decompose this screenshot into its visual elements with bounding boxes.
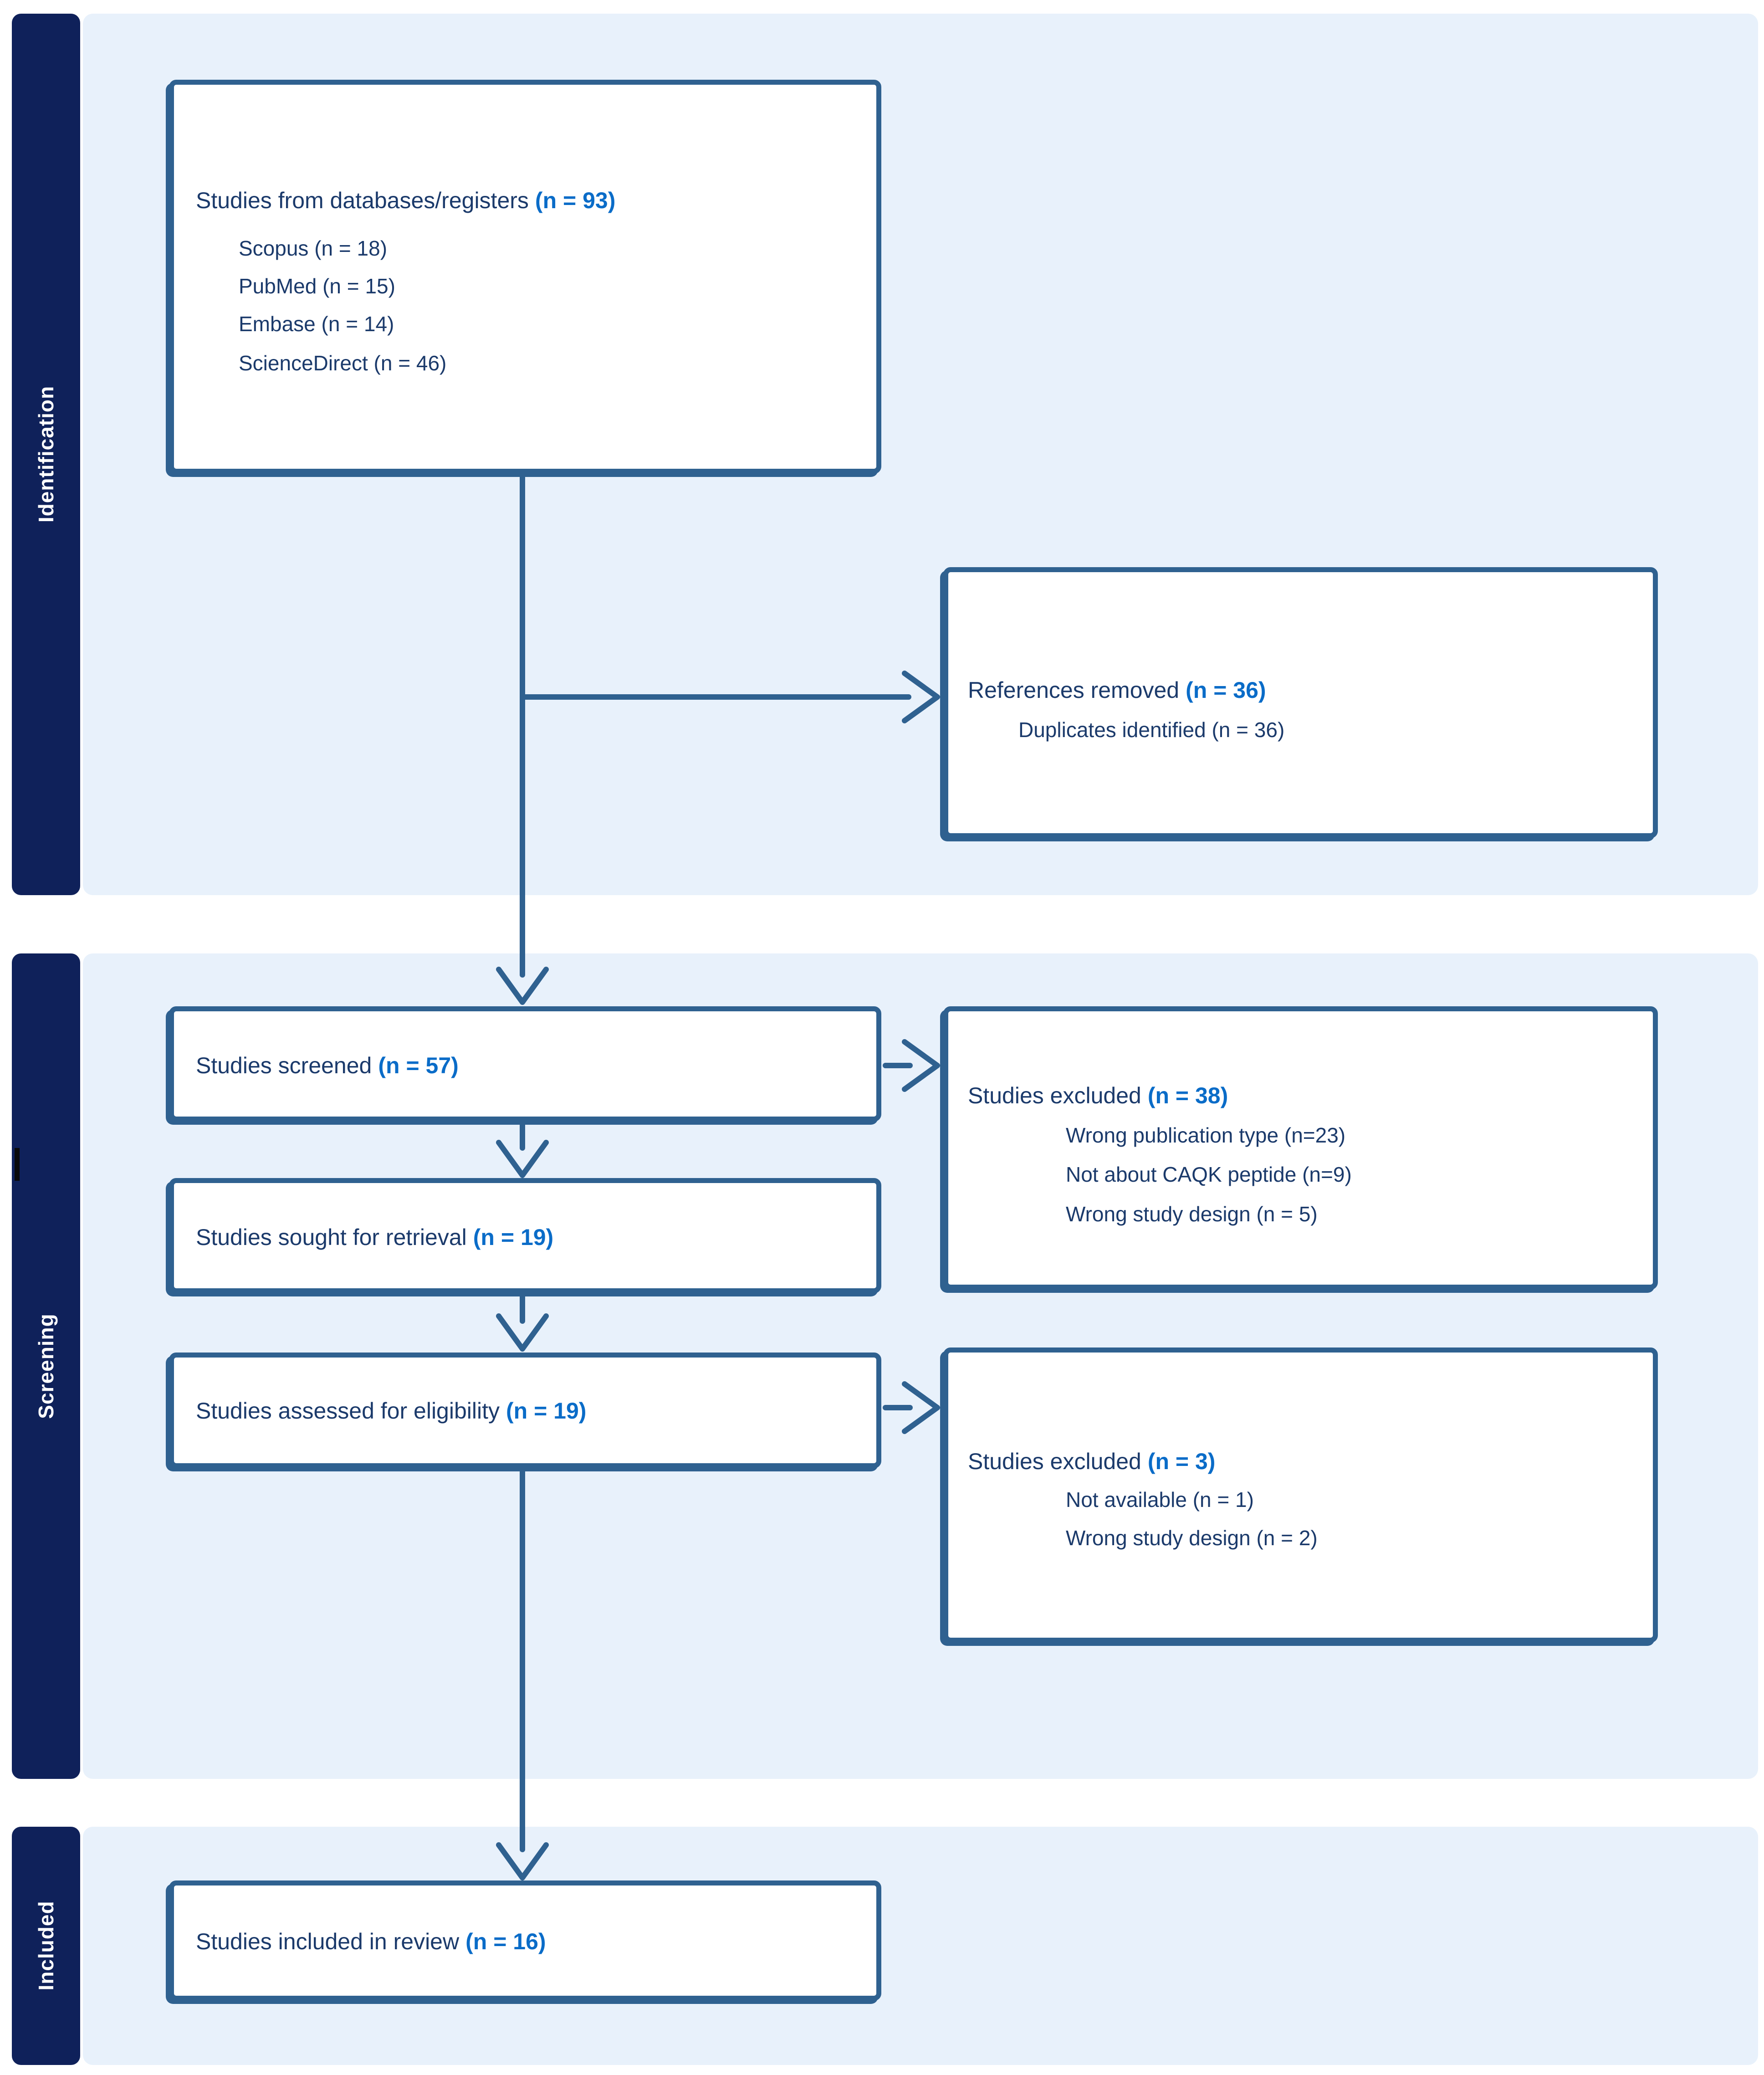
arrow-screened-to-excluded-head — [902, 1039, 940, 1092]
arrow-sought-to-assessed-head — [496, 1313, 549, 1352]
box-title: Studies from databases/registers(n = 93) — [196, 184, 615, 217]
box-title: Studies assessed for eligibility(n = 19) — [196, 1394, 586, 1427]
box-count: (n = 3) — [1147, 1449, 1216, 1474]
box-title-text: Studies excluded — [968, 1449, 1141, 1474]
box-excluded-eligibility — [943, 1347, 1658, 1643]
box-title-text: Studies excluded — [968, 1083, 1141, 1108]
box-title: Studies excluded(n = 3) — [968, 1445, 1215, 1478]
box-title: Studies excluded(n = 38) — [968, 1079, 1228, 1112]
box-title-text: Studies screened — [196, 1053, 372, 1078]
arrow-to-references-removed-head — [902, 671, 940, 723]
box-item: Wrong study design (n = 5) — [1066, 1202, 1318, 1226]
box-item: Not available (n = 1) — [1066, 1488, 1254, 1511]
arrow-assessed-to-excluded-head — [902, 1381, 940, 1434]
box-item: ScienceDirect (n = 46) — [239, 351, 447, 375]
box-title-text: References removed — [968, 677, 1180, 703]
box-title-text: Studies sought for retrieval — [196, 1225, 467, 1250]
stage-bar-identification — [12, 14, 80, 895]
stage-bar-included — [12, 1827, 80, 2065]
box-count: (n = 93) — [535, 188, 616, 213]
box-item: Scopus (n = 18) — [239, 236, 388, 260]
box-sought — [169, 1178, 881, 1293]
arrow-assessed-to-included-head — [496, 1842, 549, 1880]
box-title-text: Studies assessed for eligibility — [196, 1398, 500, 1424]
box-count: (n = 38) — [1147, 1083, 1228, 1108]
box-references-removed — [943, 567, 1658, 838]
box-item: Wrong publication type (n=23) — [1066, 1123, 1346, 1147]
box-title: References removed(n = 36) — [968, 674, 1266, 707]
box-item: Not about CAQK peptide (n=9) — [1066, 1163, 1352, 1186]
stage-bar-screening — [12, 953, 80, 1779]
box-item: Wrong study design (n = 2) — [1066, 1526, 1318, 1550]
box-assessed — [169, 1353, 881, 1468]
box-included — [169, 1880, 881, 2001]
box-title-text: Studies included in review — [196, 1929, 460, 1954]
artifact-mark — [15, 1148, 20, 1181]
box-count: (n = 16) — [465, 1929, 546, 1954]
box-databases — [169, 80, 881, 474]
box-item: PubMed (n = 15) — [239, 274, 395, 298]
box-item: Duplicates identified (n = 36) — [1018, 718, 1285, 742]
box-count: (n = 36) — [1186, 677, 1266, 703]
arrow-databases-to-screened-head — [496, 967, 549, 1005]
box-screened — [169, 1006, 881, 1122]
box-title-text: Studies from databases/registers — [196, 188, 529, 213]
box-title: Studies screened(n = 57) — [196, 1049, 459, 1082]
box-count: (n = 19) — [473, 1225, 554, 1250]
arrow-screened-to-sought-head — [496, 1140, 549, 1178]
box-item: Embase (n = 14) — [239, 312, 394, 336]
box-count: (n = 57) — [378, 1053, 459, 1078]
box-excluded-screening — [943, 1006, 1658, 1290]
box-count: (n = 19) — [506, 1398, 587, 1424]
box-title: Studies sought for retrieval(n = 19) — [196, 1221, 553, 1254]
box-title: Studies included in review(n = 16) — [196, 1925, 546, 1958]
